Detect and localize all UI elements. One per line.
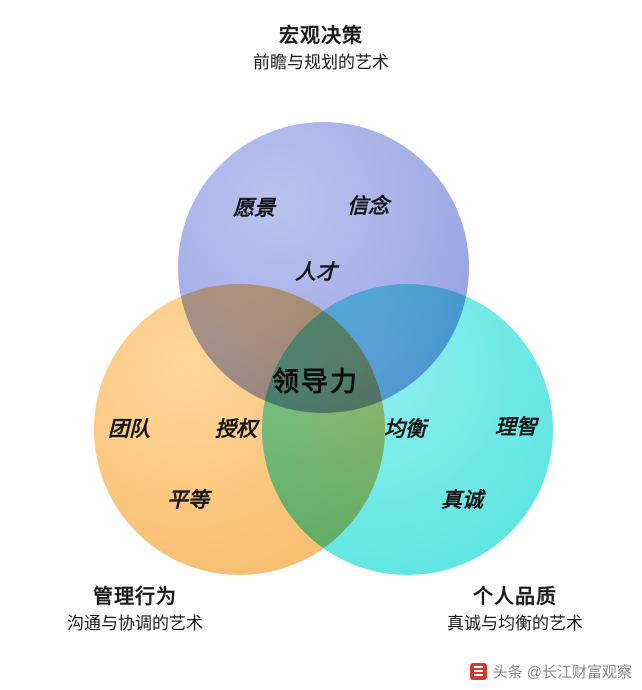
keyword-reason: 理智 [495,415,537,439]
toutiao-logo-icon [469,663,487,680]
label-personal-quality-subtitle: 真诚与均衡的艺术 [447,614,583,633]
keyword-belief: 信念 [347,194,389,218]
keyword-sincerity: 真诚 [441,488,483,512]
watermark-text: 头条 @长江财富观察 [492,664,632,681]
label-macro-decision-title: 宏观决策 [279,25,363,47]
keyword-team: 团队 [108,417,150,441]
watermark: 头条 @长江财富观察 [469,661,632,682]
keyword-balance: 均衡 [384,417,426,441]
keyword-talent: 人才 [295,260,337,284]
label-personal-quality-title: 个人品质 [473,586,557,608]
venn-circle-personal-quality [262,284,553,575]
keyword-empowerment: 授权 [215,417,257,441]
label-management-behavior-subtitle: 沟通与协调的艺术 [67,614,203,633]
keyword-equality: 平等 [167,488,209,512]
label-management-behavior: 管理行为 沟通与协调的艺术 [10,583,260,637]
label-personal-quality: 个人品质 真诚与均衡的艺术 [390,583,640,637]
label-macro-decision-subtitle: 前瞻与规划的艺术 [253,53,389,72]
label-macro-decision: 宏观决策 前瞻与规划的艺术 [0,22,642,76]
label-management-behavior-title: 管理行为 [93,586,177,608]
keyword-vision: 愿景 [233,196,275,220]
center-label-leadership: 领导力 [272,367,359,397]
